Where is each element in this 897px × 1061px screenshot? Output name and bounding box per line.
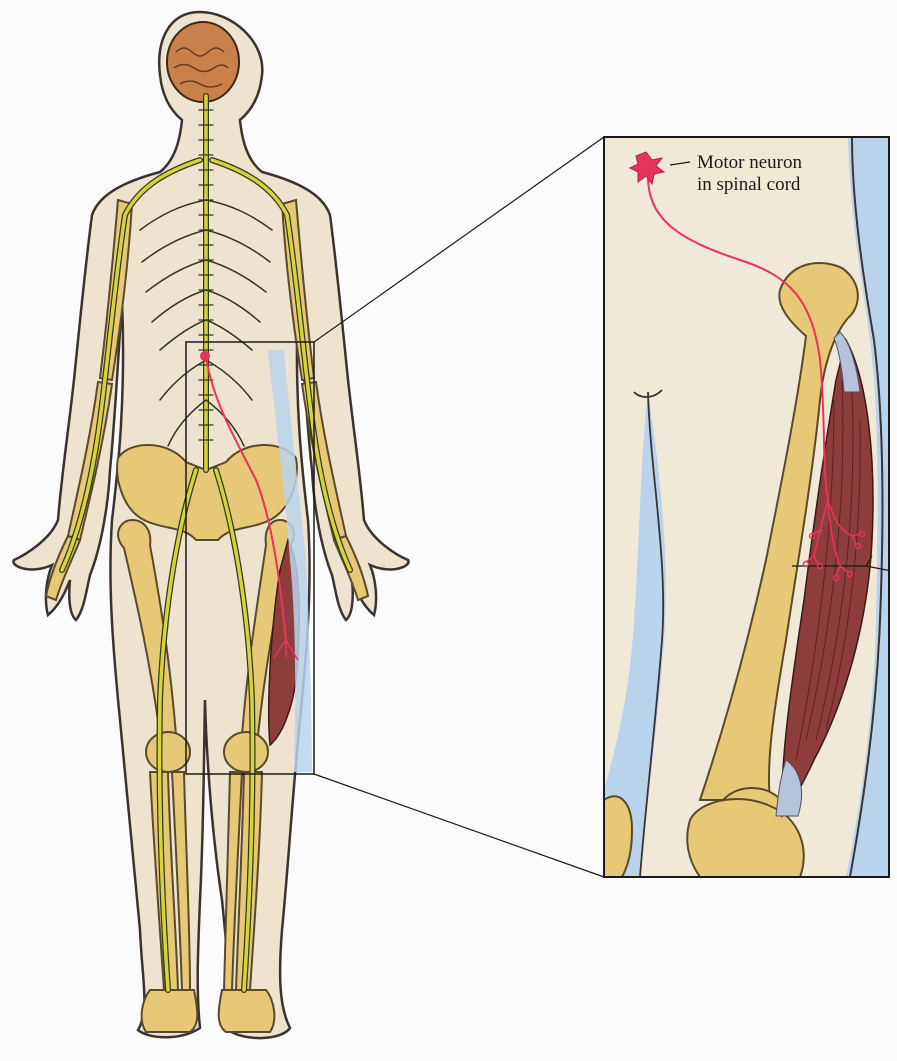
motor-neuron-label-line-2: in spinal cord [697,174,887,196]
left-kneecap [146,732,190,772]
right-kneecap [224,732,268,772]
motor-neuron-label-line-1: Motor neuron [697,152,887,174]
motor-neuron-label: Motor neuron in spinal cord [697,152,887,196]
body-motor-neuron-cell [200,351,210,361]
body-figure [13,12,408,1038]
brain [167,22,239,102]
inset-panel [604,137,897,877]
right-foot [219,990,275,1032]
inset-left-bone [604,796,632,877]
left-foot [142,990,198,1032]
